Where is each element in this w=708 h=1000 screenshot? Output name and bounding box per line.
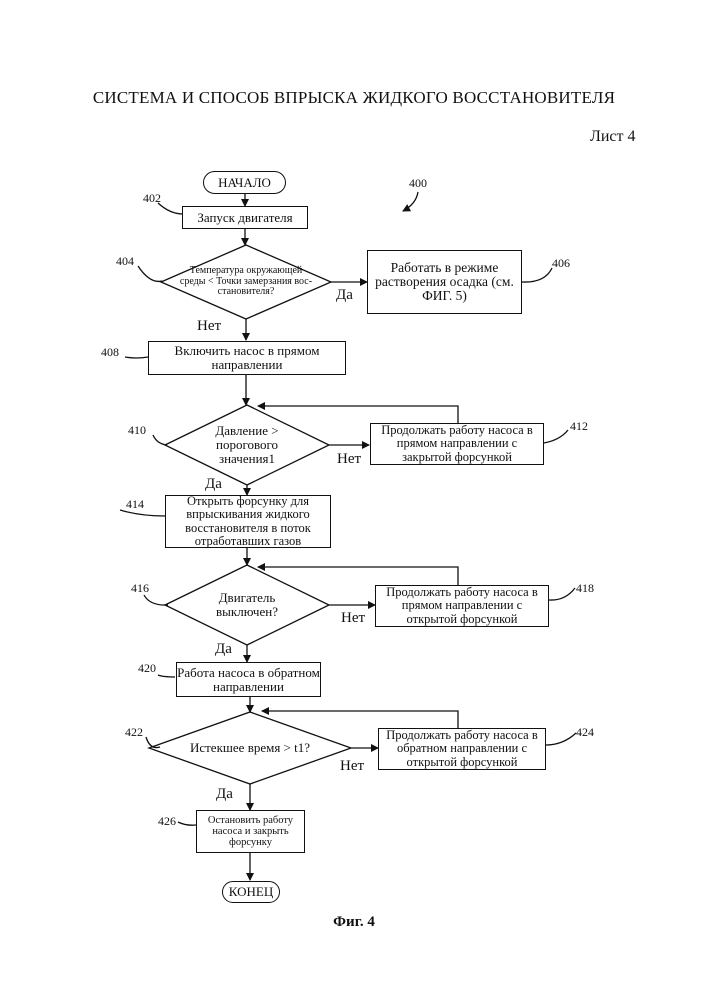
ref-408: 408 [101,345,119,360]
start-label: НАЧАЛО [218,175,271,191]
step-424-continue-reverse: Продолжать работу насоса в обратном напр… [378,728,546,770]
ref-404: 404 [116,254,134,269]
step-424-text: Продолжать работу насоса в обратном напр… [382,729,542,768]
label-yes-404: Да [336,287,353,304]
figure-caption: Фиг. 4 [0,914,708,931]
ref-422: 422 [125,725,143,740]
label-no-416: Нет [341,610,365,627]
end-terminal: КОНЕЦ [222,881,280,903]
step-412-continue-closed: Продолжать работу насоса в прямом направ… [370,423,544,465]
step-426-stop-pump: Остановить работу насоса и закрыть форсу… [196,810,305,853]
step-422-text: Истекшее время > t1? [178,738,322,758]
ref-416: 416 [131,581,149,596]
ref-412: 412 [570,419,588,434]
step-414-text: Открыть форсунку для впрыскивания жидког… [168,495,328,548]
step-408-pump-forward: Включить насос в прямом направлении [148,341,346,375]
figure-ref-400: 400 [409,176,427,191]
step-414-open-injector: Открыть форсунку для впрыскивания жидког… [165,495,331,548]
ref-418: 418 [576,581,594,596]
ref-402: 402 [143,191,161,206]
step-404-text: Температура окружающей среды < Точки зам… [178,256,314,308]
ref-420: 420 [138,661,156,676]
ref-426: 426 [158,814,176,829]
label-yes-410: Да [205,476,222,493]
label-yes-416: Да [215,641,232,658]
step-416-text: Двигатель выключен? [204,587,290,623]
start-terminal: НАЧАЛО [203,171,286,194]
step-402-engine-start: Запуск двигателя [182,206,308,229]
label-no-410: Нет [337,451,361,468]
ref-414: 414 [126,497,144,512]
step-408-text: Включить насос в прямом направлении [149,344,345,371]
step-406-text: Работать в режиме растворения осадка (см… [374,261,515,304]
label-yes-422: Да [216,786,233,803]
step-418-text: Продолжать работу насоса в прямом направ… [379,586,545,625]
label-no-404: Нет [197,318,221,335]
step-410-text: Давление > порогового значения1 [198,420,296,470]
step-420-text: Работа насоса в обратном направлении [177,666,320,693]
ref-424: 424 [576,725,594,740]
ref-410: 410 [128,423,146,438]
step-406-sludge-mode: Работать в режиме растворения осадка (см… [367,250,522,314]
step-412-text: Продолжать работу насоса в прямом направ… [374,424,540,463]
end-label: КОНЕЦ [229,884,273,900]
step-418-continue-open: Продолжать работу насоса в прямом направ… [375,585,549,627]
step-402-text: Запуск двигателя [197,211,292,225]
ref-406: 406 [552,256,570,271]
step-426-text: Остановить работу насоса и закрыть форсу… [199,815,302,848]
step-420-pump-reverse: Работа насоса в обратном направлении [176,662,321,697]
label-no-422: Нет [340,758,364,775]
